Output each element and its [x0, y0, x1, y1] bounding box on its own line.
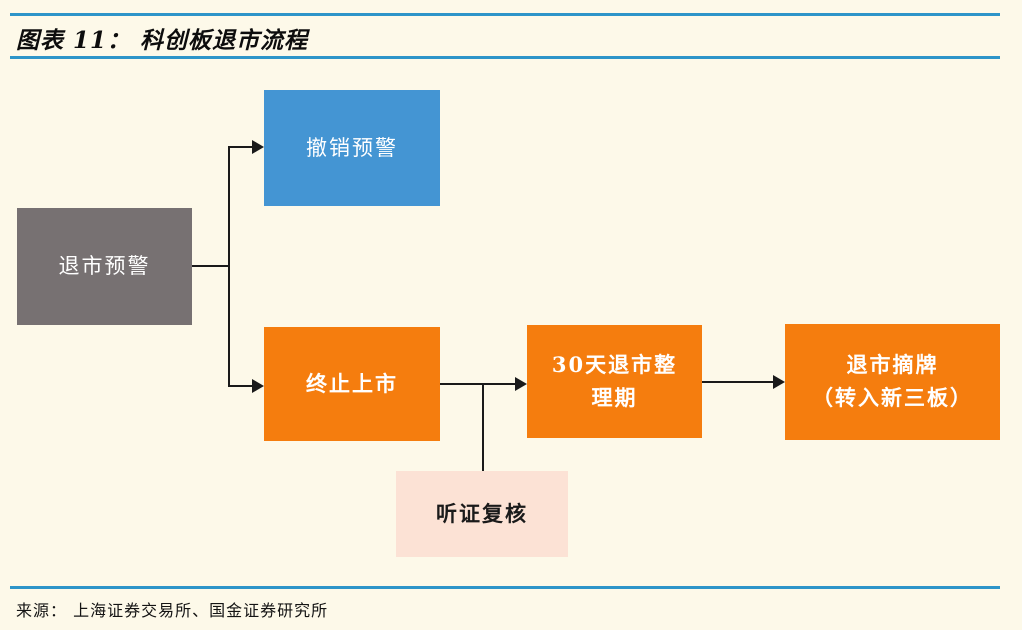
node-delist-transfer-label: 退市摘牌 （转入新三板）	[812, 352, 973, 410]
node-revoke-warning: 撤销预警	[264, 90, 440, 206]
node-hearing-review-label: 听证复核	[436, 500, 528, 526]
connector-consolidation-to-delist	[702, 381, 776, 383]
node-hearing-review: 听证复核	[396, 471, 568, 557]
header-bottom-rule	[10, 56, 1000, 59]
connector-warning-branch	[192, 265, 229, 267]
figure-title: 图表 11： 科创板退市流程	[16, 27, 309, 54]
node-delist-warning: 退市预警	[17, 208, 192, 325]
node-revoke-warning-label: 撤销预警	[306, 135, 398, 160]
header-top-rule	[10, 13, 1000, 16]
node-delist-transfer: 退市摘牌 （转入新三板）	[785, 324, 1000, 440]
node-consolidation-period: 30天退市整 理期	[527, 325, 702, 438]
arrowhead-icon-terminate-listing	[252, 379, 264, 393]
arrowhead-icon-consolidation	[515, 377, 527, 391]
node-terminate-listing: 终止上市	[264, 327, 440, 441]
connector-terminate-to-consolidation	[440, 383, 518, 385]
connector-branch-trunk	[228, 146, 230, 387]
connector-to-revoke-warning	[228, 146, 255, 148]
arrowhead-icon-revoke-warning	[252, 140, 264, 154]
footer-rule	[10, 586, 1000, 589]
node-delist-warning-label: 退市预警	[58, 254, 151, 279]
node-terminate-listing-label: 终止上市	[306, 370, 398, 396]
arrowhead-icon-delist-transfer	[773, 375, 785, 389]
node-consolidation-period-label: 30天退市整 理期	[551, 351, 678, 410]
connector-to-terminate-listing	[228, 385, 255, 387]
source-note: 来源： 上海证券交易所、国金证券研究所	[16, 601, 329, 620]
connector-to-hearing-review	[482, 384, 484, 471]
